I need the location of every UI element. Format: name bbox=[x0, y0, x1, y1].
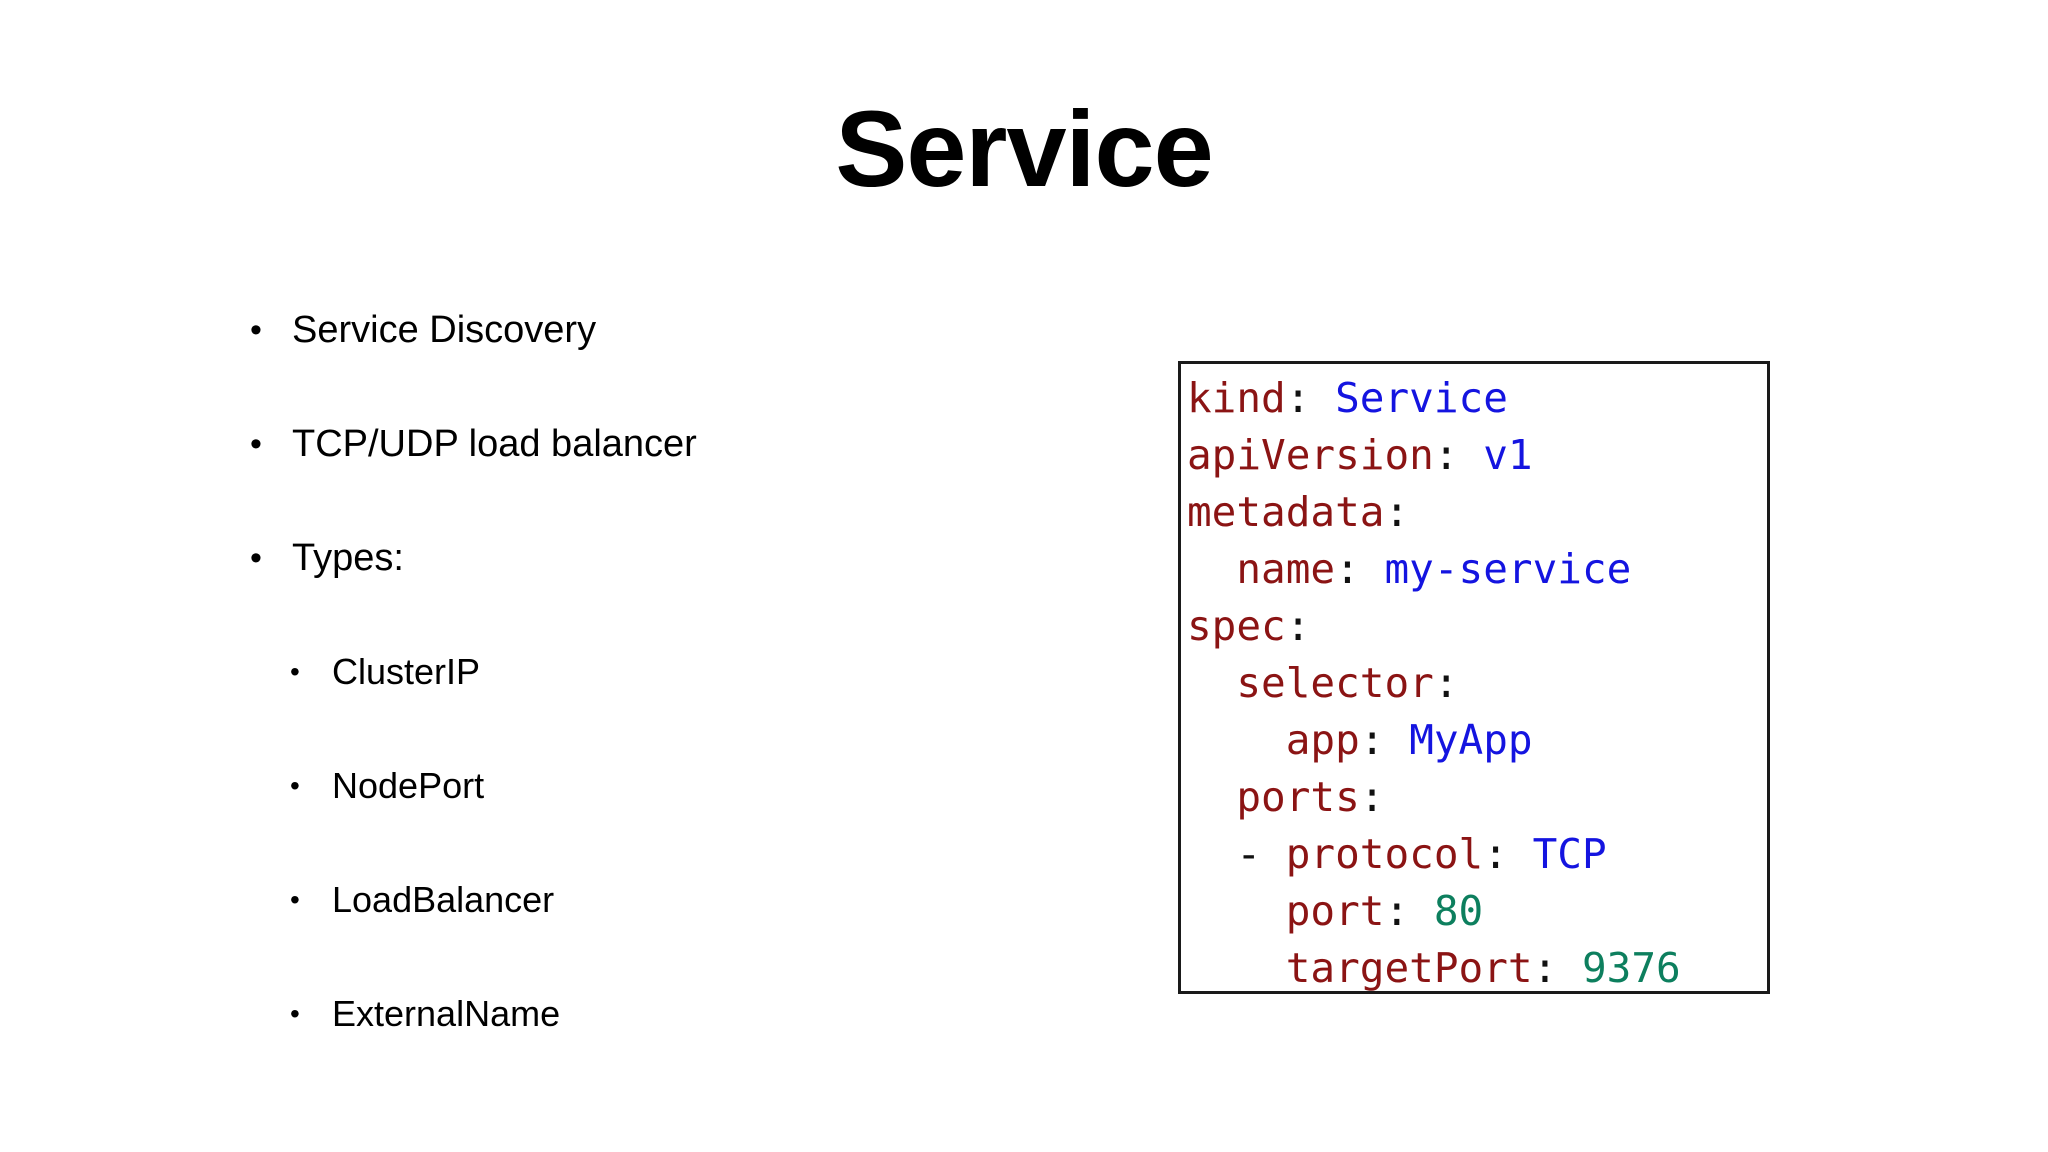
list-item: • TCP/UDP load balancer bbox=[250, 420, 1070, 534]
code-line: apiVersion: v1 bbox=[1187, 427, 1767, 484]
code-colon: : bbox=[1359, 773, 1385, 821]
list-item-label: LoadBalancer bbox=[332, 879, 555, 920]
code-key: app bbox=[1285, 716, 1360, 764]
code-indent bbox=[1187, 887, 1286, 935]
code-value: 9376 bbox=[1581, 944, 1681, 992]
code-value: 80 bbox=[1433, 887, 1484, 935]
list-item: • LoadBalancer bbox=[250, 876, 1070, 990]
code-colon: : bbox=[1359, 716, 1385, 764]
code-line: kind: Service bbox=[1187, 370, 1767, 427]
code-list-dash: - bbox=[1236, 830, 1286, 878]
list-item: • Types: bbox=[250, 534, 1070, 648]
code-value: TCP bbox=[1532, 830, 1607, 878]
list-item-label: NodePort bbox=[332, 765, 485, 806]
code-colon: : bbox=[1433, 431, 1459, 479]
code-space bbox=[1557, 944, 1582, 991]
code-colon: : bbox=[1433, 659, 1459, 707]
bullet-dot-icon: • bbox=[290, 770, 300, 801]
code-value: Service bbox=[1335, 374, 1508, 422]
code-colon: : bbox=[1384, 887, 1410, 935]
code-line: ports: bbox=[1187, 769, 1767, 826]
code-space bbox=[1360, 545, 1385, 593]
code-key: apiVersion bbox=[1187, 431, 1434, 479]
list-item: • NodePort bbox=[250, 762, 1070, 876]
code-key: name bbox=[1236, 545, 1336, 593]
code-key: selector bbox=[1236, 659, 1434, 707]
code-indent bbox=[1187, 716, 1286, 764]
code-indent bbox=[1187, 545, 1236, 593]
bullet-list: • Service Discovery • TCP/UDP load balancer… bbox=[250, 306, 1070, 1104]
code-key: spec bbox=[1187, 602, 1286, 650]
code-key: protocol bbox=[1285, 830, 1484, 878]
code-space bbox=[1409, 887, 1434, 935]
code-indent bbox=[1187, 659, 1236, 707]
code-key: metadata bbox=[1187, 488, 1385, 536]
code-space bbox=[1385, 716, 1410, 764]
code-line: spec: bbox=[1187, 598, 1767, 655]
bullet-dot-icon: • bbox=[290, 656, 300, 687]
code-colon: : bbox=[1335, 545, 1360, 593]
code-space bbox=[1508, 830, 1533, 878]
list-item-label: Types: bbox=[292, 537, 404, 579]
code-colon: : bbox=[1384, 488, 1410, 536]
code-line: selector: bbox=[1187, 655, 1767, 712]
code-line: targetPort: 9376 bbox=[1187, 940, 1767, 992]
bullet-dot-icon: • bbox=[290, 998, 300, 1029]
bullet-dot-icon: • bbox=[250, 311, 262, 349]
code-colon: : bbox=[1285, 602, 1311, 650]
code-key: port bbox=[1285, 887, 1385, 935]
page-title: Service bbox=[835, 88, 1213, 209]
bullet-dot-icon: • bbox=[250, 539, 262, 577]
code-indent bbox=[1187, 944, 1286, 991]
bullet-dot-icon: • bbox=[250, 425, 262, 463]
code-indent bbox=[1187, 830, 1236, 878]
code-colon: : bbox=[1483, 830, 1508, 878]
code-key: ports bbox=[1236, 773, 1360, 821]
list-item: • ClusterIP bbox=[250, 648, 1070, 762]
code-space bbox=[1310, 374, 1335, 422]
code-line: name: my-service bbox=[1187, 541, 1767, 598]
code-value: v1 bbox=[1483, 431, 1533, 479]
code-line: metadata: bbox=[1187, 484, 1767, 541]
list-item-label: TCP/UDP load balancer bbox=[292, 423, 697, 465]
code-indent bbox=[1187, 773, 1236, 821]
list-item: • Service Discovery bbox=[250, 306, 1070, 420]
list-item: • ExternalName bbox=[250, 990, 1070, 1104]
code-colon: : bbox=[1285, 374, 1311, 422]
bullet-dot-icon: • bbox=[290, 884, 300, 915]
code-colon: : bbox=[1532, 944, 1558, 992]
list-item-label: ExternalName bbox=[332, 993, 561, 1034]
code-value: MyApp bbox=[1409, 716, 1533, 764]
code-line: port: 80 bbox=[1187, 883, 1767, 940]
code-line: app: MyApp bbox=[1187, 712, 1767, 769]
list-item-label: Service Discovery bbox=[292, 309, 597, 351]
code-space bbox=[1459, 431, 1484, 479]
code-value: my-service bbox=[1384, 545, 1632, 593]
code-key: kind bbox=[1187, 374, 1286, 422]
list-item-label: ClusterIP bbox=[332, 651, 481, 692]
code-line: - protocol: TCP bbox=[1187, 826, 1767, 883]
code-key: targetPort bbox=[1285, 944, 1533, 992]
